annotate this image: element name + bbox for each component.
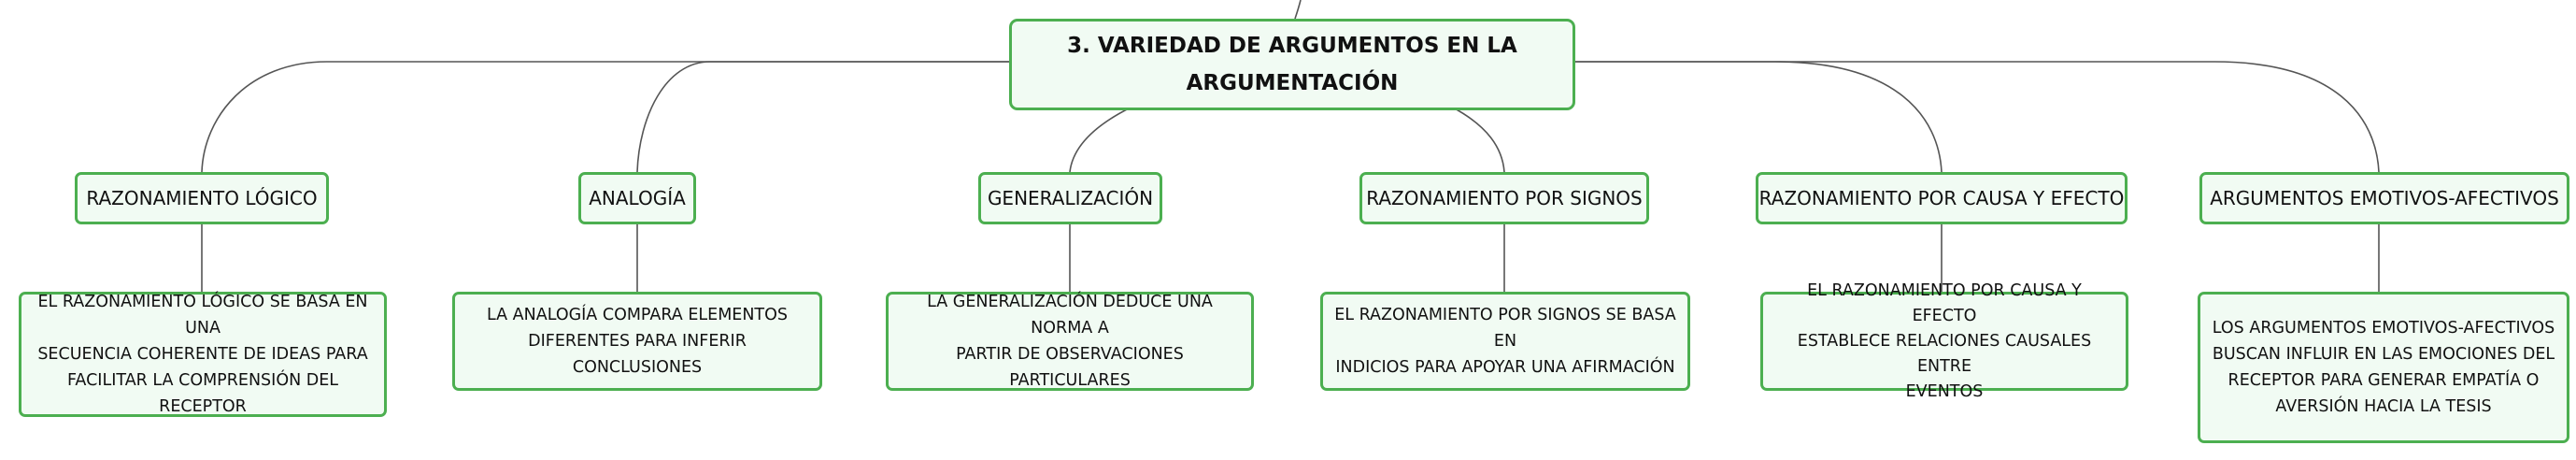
branch-title: ARGUMENTOS EMOTIVOS-AFECTIVOS [2210,187,2559,209]
branch-generalizacion[interactable]: GENERALIZACIÓN [978,172,1162,224]
detail-line: EL RAZONAMIENTO POR CAUSA Y EFECTO [1807,280,2082,325]
detail-text: LOS ARGUMENTOS EMOTIVOS-AFECTIVOS BUSCAN… [2213,315,2555,420]
detail-text: EL RAZONAMIENTO LÓGICO SE BASA EN UNA SE… [31,289,375,420]
detail-line: BUSCAN INFLUIR EN LAS EMOCIONES DEL [2212,345,2555,364]
branch-title: RAZONAMIENTO POR CAUSA Y EFECTO [1758,187,2125,209]
detail-line: AVERSIÓN HACIA LA TESIS [2275,397,2492,416]
connector-root-to-branch-2 [636,61,1009,173]
detail-line: RECEPTOR PARA GENERAR EMPATÍA O [2227,371,2540,390]
branch-title: GENERALIZACIÓN [987,187,1154,209]
detail-line: PARTIR DE OBSERVACIONES PARTICULARES [956,345,1184,390]
root-topic-text: 3. VARIEDAD DE ARGUMENTOS EN LA ARGUMENT… [1067,27,1517,102]
detail-razonamiento-por-causa-y-efecto[interactable]: EL RAZONAMIENTO POR CAUSA Y EFECTO ESTAB… [1760,281,2128,401]
detail-razonamiento-por-signos[interactable]: EL RAZONAMIENTO POR SIGNOS SE BASA EN IN… [1320,292,1690,391]
detail-line: FACILITAR LA COMPRENSIÓN DEL RECEPTOR [66,371,339,416]
detail-line: INDICIOS PARA APOYAR UNA AFIRMACIÓN [1335,358,1675,377]
root-topic-line-2: ARGUMENTACIÓN [1186,71,1399,95]
branch-razonamiento-por-signos[interactable]: RAZONAMIENTO POR SIGNOS [1359,172,1649,224]
detail-line: ESTABLECE RELACIONES CAUSALES ENTRE [1797,331,2092,376]
detail-line: DIFERENTES PARA INFERIR CONCLUSIONES [528,332,747,377]
root-topic[interactable]: 3. VARIEDAD DE ARGUMENTOS EN LA ARGUMENT… [1009,19,1575,110]
detail-text: EL RAZONAMIENTO POR CAUSA Y EFECTO ESTAB… [1772,279,2116,405]
detail-razonamiento-logico[interactable]: EL RAZONAMIENTO LÓGICO SE BASA EN UNA SE… [19,292,387,417]
detail-line: SECUENCIA COHERENTE DE IDEAS PARA [37,345,368,364]
root-topic-line-1: 3. VARIEDAD DE ARGUMENTOS EN LA [1067,34,1517,58]
detail-line: LA GENERALIZACIÓN DEDUCE UNA NORMA A [927,293,1213,338]
connector-root-to-branch-6 [1575,61,2380,173]
connector-root-to-branch-4 [1452,107,1505,173]
branch-razonamiento-logico[interactable]: RAZONAMIENTO LÓGICO [75,172,329,224]
branch-title: RAZONAMIENTO LÓGICO [86,187,318,209]
detail-line: EL RAZONAMIENTO LÓGICO SE BASA EN UNA [37,293,368,338]
detail-line: LA ANALOGÍA COMPARA ELEMENTOS [486,306,789,324]
connector-root-to-branch-1 [201,61,1009,173]
branch-title: ANALOGÍA [589,187,686,209]
branch-razonamiento-por-causa-y-efecto[interactable]: RAZONAMIENTO POR CAUSA Y EFECTO [1756,172,2128,224]
detail-text: LA ANALOGÍA COMPARA ELEMENTOS DIFERENTES… [464,302,810,381]
detail-generalizacion[interactable]: LA GENERALIZACIÓN DEDUCE UNA NORMA A PAR… [886,292,1254,391]
connector-root-to-branch-3 [1069,107,1131,173]
detail-line: EL RAZONAMIENTO POR SIGNOS SE BASA EN [1334,306,1676,351]
branch-analogia[interactable]: ANALOGÍA [578,172,696,224]
branch-argumentos-emotivos-afectivos[interactable]: ARGUMENTOS EMOTIVOS-AFECTIVOS [2199,172,2569,224]
parent-connector [1294,0,1302,20]
detail-line: LOS ARGUMENTOS EMOTIVOS-AFECTIVOS [2212,319,2555,338]
detail-line: EVENTOS [1905,381,1984,401]
connector-root-to-branch-5 [1575,61,1943,173]
branch-title: RAZONAMIENTO POR SIGNOS [1366,187,1643,209]
detail-argumentos-emotivos-afectivos[interactable]: LOS ARGUMENTOS EMOTIVOS-AFECTIVOS BUSCAN… [2198,292,2569,443]
detail-text: LA GENERALIZACIÓN DEDUCE UNA NORMA A PAR… [898,289,1242,394]
detail-text: EL RAZONAMIENTO POR SIGNOS SE BASA EN IN… [1332,302,1678,381]
detail-analogia[interactable]: LA ANALOGÍA COMPARA ELEMENTOS DIFERENTES… [452,292,822,391]
